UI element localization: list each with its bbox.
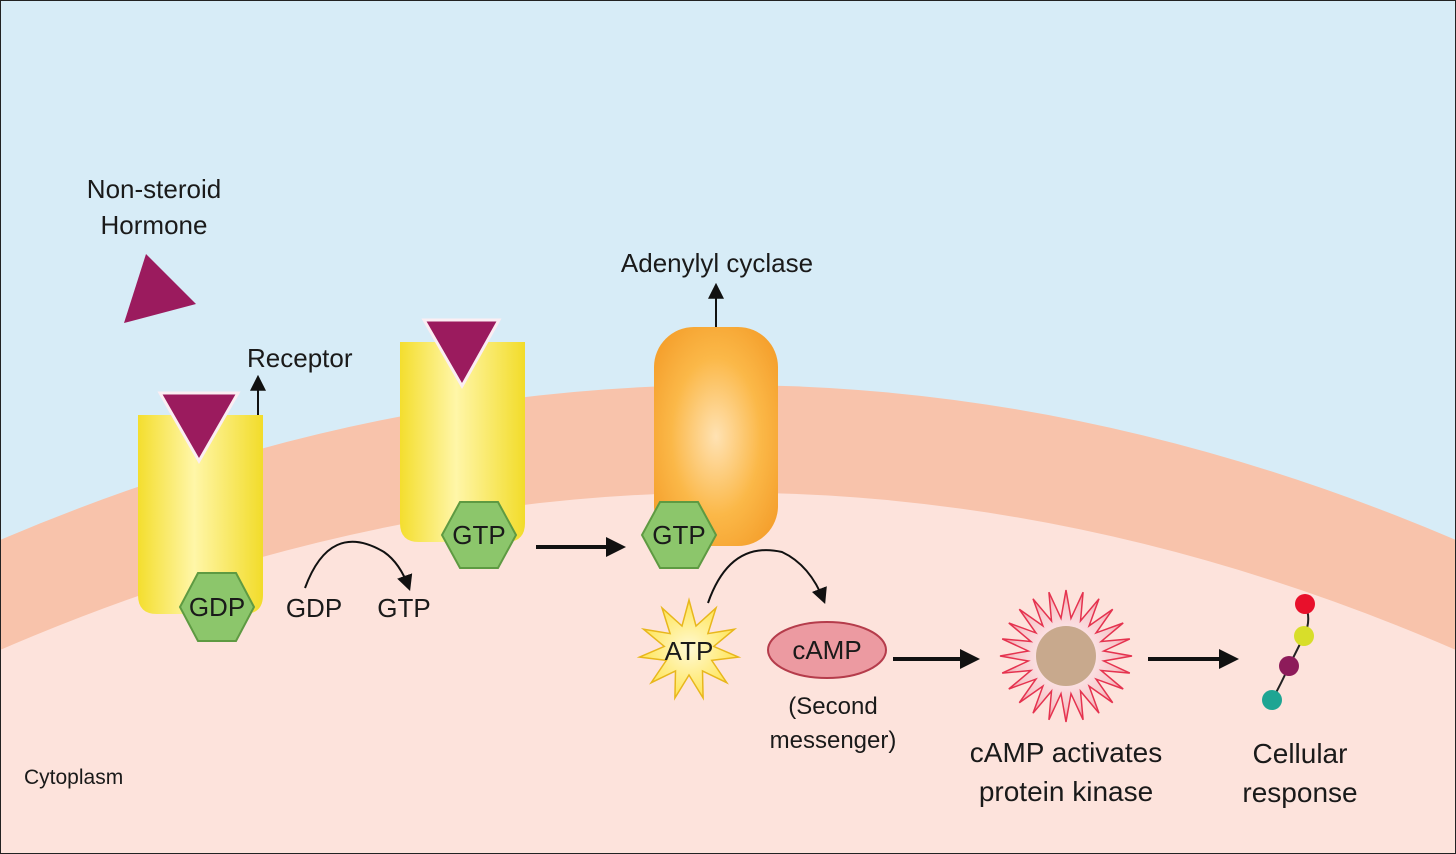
- free-hormone-triangle: [124, 254, 196, 323]
- response-bead-yellow: [1294, 626, 1314, 646]
- gdp-released-label: GDP: [286, 593, 342, 623]
- receptor-inactive: [138, 391, 263, 614]
- response-bead-red: [1295, 594, 1315, 614]
- camp-molecule: cAMP: [767, 621, 887, 679]
- response-bead-teal: [1262, 690, 1282, 710]
- kinase-label-line1: cAMP activates: [970, 737, 1162, 768]
- hormone-label-line2: Hormone: [101, 210, 208, 240]
- hormone-label-line1: Non-steroid: [87, 174, 221, 204]
- adenylyl-cyclase-label: Adenylyl cyclase: [621, 248, 813, 278]
- bound-hormone-triangle-1: [157, 391, 241, 465]
- gtp-incoming-label: GTP: [377, 593, 430, 623]
- receptor-activated: [400, 318, 525, 542]
- receptor-label: Receptor: [247, 343, 353, 373]
- gdp-bound-g-protein: GDP: [178, 572, 256, 642]
- gtp-receptor-label: GTP: [452, 520, 505, 550]
- protein-kinase-core: [1036, 626, 1096, 686]
- response-label-line1: Cellular: [1253, 738, 1348, 769]
- gdp-gtp-exchange-arrow: [304, 540, 413, 592]
- second-messenger-line1: (Second: [788, 693, 877, 720]
- cytoplasm-region: [0, 492, 1456, 854]
- second-messenger-line2: messenger): [770, 727, 897, 754]
- kinase-label-line2: protein kinase: [979, 776, 1153, 807]
- camp-label: cAMP: [792, 635, 861, 665]
- cellular-response-chain: [1262, 594, 1315, 710]
- adenylyl-cyclase: [654, 327, 778, 546]
- gdp-bound-label: GDP: [189, 592, 245, 622]
- atp-label: ATP: [665, 636, 714, 666]
- cytoplasm-label: Cytoplasm: [24, 766, 123, 789]
- gtp-receptor-g-protein: GTP: [440, 501, 518, 569]
- protein-kinase: [999, 589, 1133, 723]
- bound-hormone-triangle-2: [421, 318, 502, 390]
- atp-camp-conversion-arrow: [707, 549, 827, 604]
- response-label-line2: response: [1242, 777, 1357, 808]
- gtp-cyclase-label: GTP: [652, 520, 705, 550]
- response-bead-purple: [1279, 656, 1299, 676]
- gtp-cyclase-g-protein: GTP: [640, 501, 718, 569]
- atp-molecule: ATP: [636, 597, 742, 701]
